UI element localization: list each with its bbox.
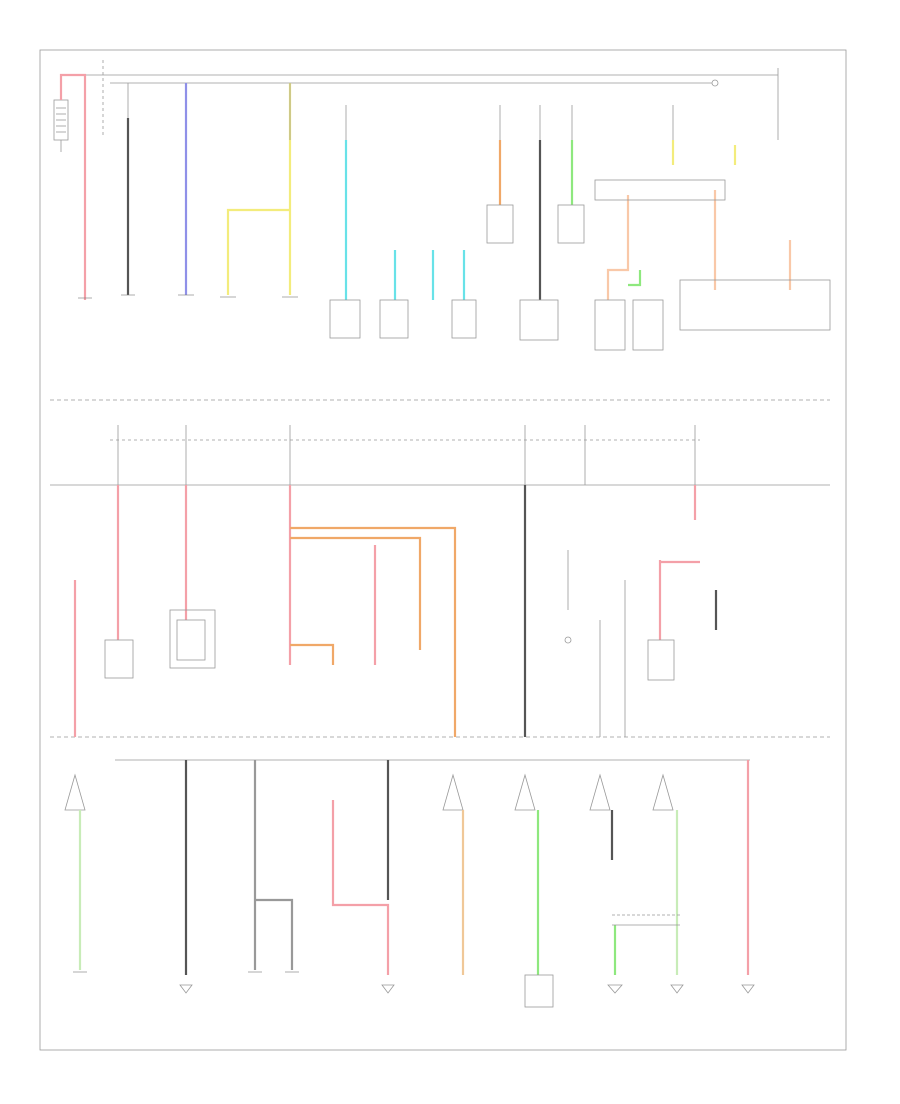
peach-wire-left [606, 195, 630, 300]
diagram-frame [39, 49, 847, 1051]
trans-yellow-wire [226, 208, 290, 295]
bottom-red-wire-1 [331, 800, 390, 975]
middle-fuse-taps [117, 425, 696, 737]
bottom-relays [64, 773, 674, 811]
green-short-wire [628, 270, 642, 287]
mid-orange-wire-2 [290, 536, 422, 650]
battery-red-lead [59, 73, 68, 100]
mid-orange-wire-3 [290, 643, 335, 665]
mid-orange-wire-1 [290, 526, 457, 737]
bottom-grounds [73, 971, 755, 994]
battery-red-wire [68, 73, 87, 300]
bottom-gray-wire [253, 760, 294, 970]
battery-symbol [53, 99, 69, 141]
top-fuse-taps [127, 79, 719, 140]
middle-components [104, 609, 675, 681]
top-components [329, 179, 831, 351]
bottom-components [524, 914, 680, 1008]
top-connectors [78, 294, 298, 299]
